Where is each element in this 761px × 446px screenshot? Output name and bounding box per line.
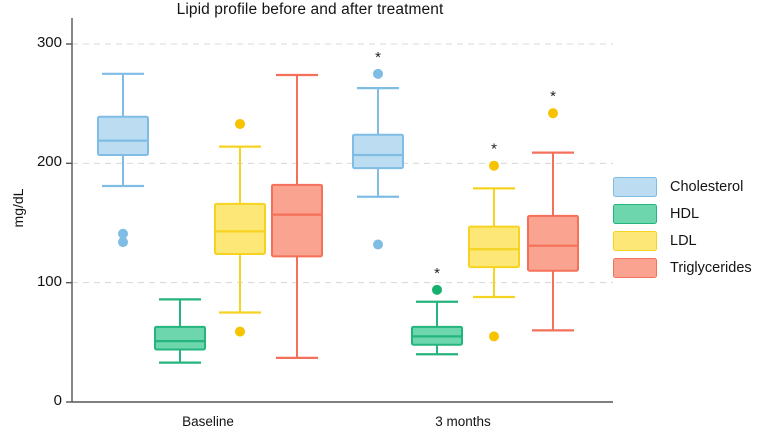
outlier-point bbox=[235, 326, 245, 337]
y-tick-label: 100 bbox=[36, 272, 62, 290]
boxplot-cholesterol-3months: * bbox=[352, 49, 404, 250]
legend-swatch-triglycerides bbox=[613, 257, 657, 278]
outlier-point bbox=[118, 228, 128, 239]
legend-swatch-cholesterol bbox=[613, 176, 657, 197]
box-iqr bbox=[527, 214, 579, 272]
y-tick-label: 0 bbox=[53, 392, 62, 409]
outlier-point bbox=[548, 108, 558, 119]
outlier-point bbox=[489, 331, 499, 342]
box-iqr bbox=[154, 325, 206, 351]
boxplot-hdl-baseline bbox=[154, 298, 206, 364]
x-tick-label-3-months: 3 months bbox=[435, 414, 491, 429]
boxplot-triglycerides-baseline bbox=[271, 73, 323, 359]
x-tick-label-baseline: Baseline bbox=[182, 414, 234, 429]
box-iqr bbox=[214, 202, 266, 256]
significance-marker: * bbox=[375, 49, 381, 66]
legend-item-cholesterol[interactable]: Cholesterol bbox=[613, 173, 752, 200]
outlier-point bbox=[373, 239, 383, 250]
significance-marker: * bbox=[434, 265, 440, 282]
boxplot-triglycerides-3months: * bbox=[527, 88, 579, 332]
significance-marker: * bbox=[550, 88, 556, 105]
outlier-point bbox=[235, 118, 245, 129]
boxplot-cholesterol-baseline bbox=[97, 72, 149, 248]
box-iqr bbox=[271, 183, 323, 258]
legend-swatch-ldl bbox=[613, 230, 657, 251]
box-iqr bbox=[352, 133, 404, 170]
legend-label: LDL bbox=[670, 232, 697, 249]
boxplot-hdl-3months: * bbox=[411, 265, 463, 356]
legend-label: Triglycerides bbox=[670, 259, 752, 276]
outlier-point bbox=[118, 237, 128, 248]
y-tick-label: 200 bbox=[36, 153, 62, 171]
box-iqr bbox=[468, 225, 520, 269]
legend-item-triglycerides[interactable]: Triglycerides bbox=[613, 254, 752, 281]
chart-title: Lipid profile before and after treatment bbox=[176, 1, 444, 18]
legend-label: Cholesterol bbox=[670, 178, 744, 195]
legend-label: HDL bbox=[670, 205, 700, 222]
outlier-point bbox=[489, 160, 499, 171]
y-tick-label: 300 bbox=[36, 34, 62, 51]
outlier-point bbox=[373, 68, 383, 79]
legend-item-ldl[interactable]: LDL bbox=[613, 227, 752, 254]
significance-marker: * bbox=[491, 141, 497, 158]
boxplot-ldl-baseline bbox=[214, 118, 266, 337]
boxplot-ldl-3months: * bbox=[468, 141, 520, 342]
legend-item-hdl[interactable]: HDL bbox=[613, 200, 752, 227]
box-iqr bbox=[97, 115, 149, 156]
legend-swatch-hdl bbox=[613, 203, 657, 224]
outlier-point bbox=[432, 284, 442, 295]
